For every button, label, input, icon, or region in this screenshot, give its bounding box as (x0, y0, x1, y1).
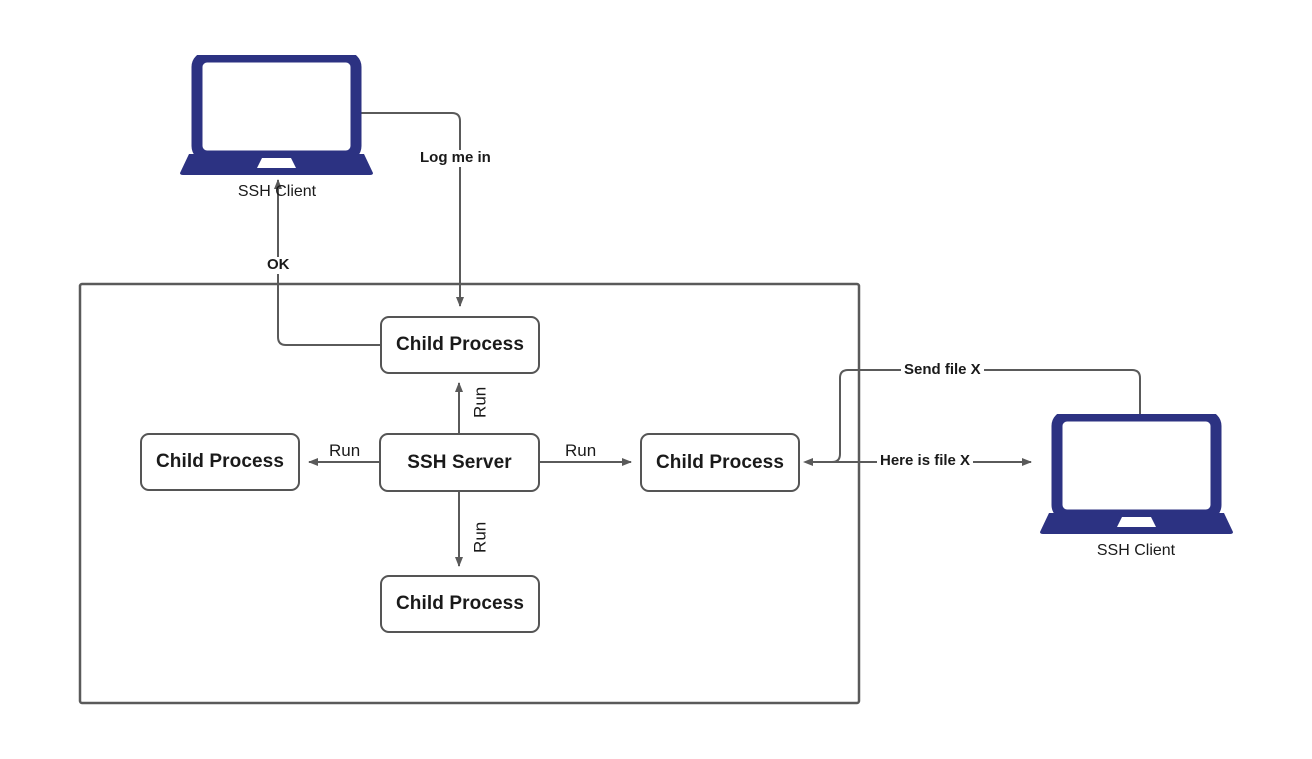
edge-label-run-left: Run (326, 441, 364, 461)
device-label-client-right: SSH Client (1096, 542, 1176, 559)
laptop-icon-client-right (1040, 410, 1233, 534)
node-child-top[interactable]: Child Process (380, 316, 540, 374)
node-child-right[interactable]: Child Process (640, 433, 800, 492)
edge-label-send-file-x: Send file X (901, 361, 984, 379)
node-child-bottom[interactable]: Child Process (380, 575, 540, 633)
edge-label-ok: OK (264, 256, 293, 274)
edge-ok (274, 179, 380, 346)
edge-label-run-top: Run (470, 383, 490, 421)
laptop-icon-client-top (180, 51, 373, 175)
ssh-server-host-boundary (78, 282, 861, 705)
edge-log-me-in (358, 112, 464, 307)
edge-label-run-bottom: Run (470, 518, 490, 556)
edge-label-log-me-in: Log me in (417, 149, 494, 167)
device-label-client-top: SSH Client (237, 183, 317, 200)
edge-label-run-right: Run (562, 441, 600, 461)
node-ssh-server[interactable]: SSH Server (379, 433, 540, 492)
node-child-left[interactable]: Child Process (140, 433, 300, 491)
edge-label-here-is-file-x: Here is file X (877, 452, 974, 470)
